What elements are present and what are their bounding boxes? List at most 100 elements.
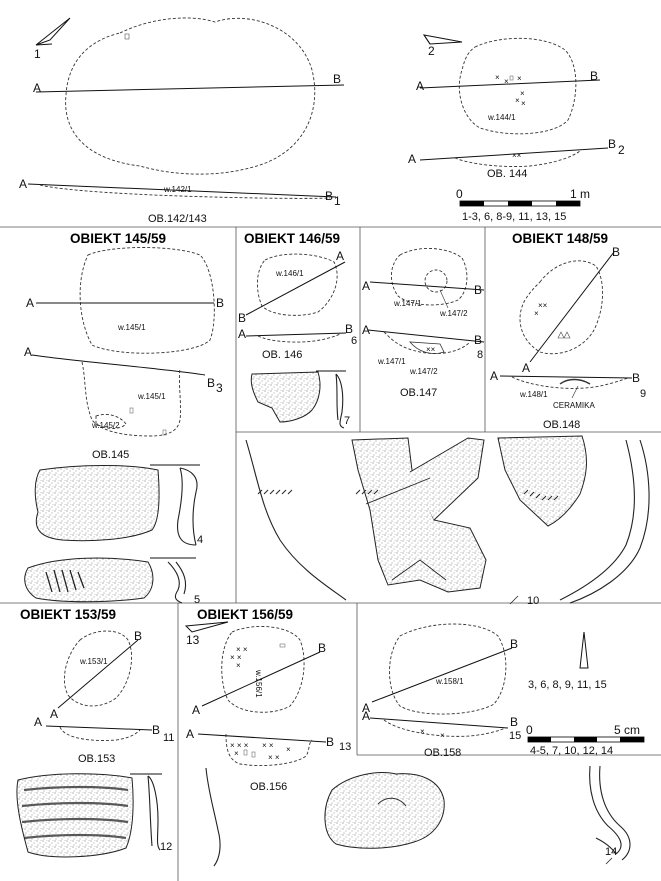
svg-text:×: × — [521, 99, 526, 108]
section-layer-label: w.145/2 — [91, 421, 120, 430]
feature-caption: OB.153 — [78, 753, 115, 765]
panel-title: OBIEKT 153/59 — [20, 607, 116, 622]
section-a-label: A — [408, 152, 416, 166]
scale-start-label: 0 — [456, 187, 463, 201]
section-line — [419, 79, 601, 89]
section-a-label: A — [24, 345, 32, 359]
scale-end-label: 1 m — [570, 187, 590, 201]
pit-plan-outline — [389, 623, 507, 715]
pit-plan-outline — [519, 260, 604, 355]
north-arrow-icon — [35, 17, 71, 46]
find-marker-icons: ×× × — [534, 301, 571, 339]
point-a-label: B — [238, 311, 246, 325]
svg-text:××: ×× — [538, 301, 548, 310]
figure-number: 7 — [344, 415, 350, 427]
section-profile-line — [245, 332, 347, 337]
section-profile-outline — [383, 719, 507, 737]
section-profile-outline — [383, 331, 471, 354]
vessel-10-panel: 10 — [245, 435, 650, 607]
layer-label: w.144/1 — [487, 113, 516, 122]
pottery-sherd-14 — [324, 772, 445, 849]
ceramics-deposit-icon — [559, 378, 591, 385]
figure-number: 8 — [477, 349, 483, 361]
section-b-label: B — [632, 371, 640, 385]
pottery-sherd-4 — [34, 465, 160, 542]
svg-text:× ×: × × — [236, 645, 248, 654]
feature-caption: OB.145 — [92, 449, 129, 461]
figure-number: 11 — [163, 732, 174, 744]
sherd-decoration-grooves — [21, 785, 129, 840]
scale-note: 1-3, 6, 8-9, 11, 13, 15 — [462, 211, 566, 223]
panel-title: OBIEKT 156/59 — [197, 607, 293, 622]
feature-caption: OB. 144 — [487, 168, 527, 180]
section-layer-label: w.147/1 — [377, 357, 406, 366]
section-profile-line — [197, 733, 327, 743]
svg-text:× ×: × × — [262, 741, 274, 750]
feature-caption: OB.156 — [250, 781, 287, 793]
section-profile-outline — [39, 184, 331, 199]
layer-label: w.147/1 — [393, 299, 422, 308]
layer-label: w.145/1 — [117, 323, 146, 332]
svg-text:×: × — [517, 74, 522, 83]
section-profile-line — [369, 717, 509, 729]
sherd-fracture-lines — [365, 477, 447, 581]
find-cross-icon: × — [440, 731, 445, 740]
pottery-sherd-10b — [409, 437, 485, 521]
leader-line — [439, 289, 449, 309]
point-b-label: B — [318, 641, 326, 655]
section-a-label: A — [490, 369, 498, 383]
north-label: 13 — [186, 633, 200, 647]
section-b-label: B — [207, 376, 215, 390]
pit-plan-outline — [79, 247, 215, 354]
pottery-sherd-5 — [24, 557, 154, 603]
north-arrow-icon — [184, 621, 229, 633]
metric-scale-bar — [527, 736, 645, 743]
vessel-14-panel: 14 — [205, 765, 631, 867]
section-profile-line — [27, 183, 337, 198]
find-marker-icon — [124, 33, 130, 40]
find-cross-icon: ×× — [512, 151, 522, 160]
point-a-label: A — [522, 361, 530, 375]
section-line — [371, 647, 513, 703]
section-profile-line — [45, 725, 153, 731]
point-b-label: B — [134, 629, 142, 643]
point-b-label: A — [336, 249, 344, 263]
scale-start-label: 0 — [526, 723, 533, 737]
figure-number: 5 — [194, 594, 200, 606]
point-b-label: B — [590, 69, 598, 83]
inner-pit-outline — [424, 269, 448, 293]
figure-number: 10 — [527, 595, 539, 607]
svg-text:× × ×: × × × — [230, 741, 249, 750]
panel-title: OBIEKT 145/59 — [70, 231, 166, 246]
section-line — [245, 261, 346, 316]
section-profile-outline — [511, 376, 629, 389]
vessel-profile-right — [559, 439, 650, 604]
sherd-profile-12 — [147, 775, 161, 851]
section-b-subscript: 2 — [618, 143, 625, 157]
svg-text:× ×: × × — [230, 653, 242, 662]
pottery-sherd-10c — [497, 435, 587, 527]
section-b-label: B — [152, 723, 160, 737]
section-profile-outline — [257, 333, 341, 343]
obj146-panel: OBIEKT 146/59 B A w.146/1 A B 6 OB. 146 … — [238, 231, 357, 429]
section-lens-outline — [409, 341, 445, 354]
section-a-label: A — [19, 177, 27, 191]
panel-title: OBIEKT 148/59 — [512, 231, 608, 246]
find-cross-icon: ×× — [426, 345, 436, 354]
svg-text:×: × — [520, 89, 525, 98]
find-cross-icon: × — [420, 727, 425, 736]
vessel-profile-left — [205, 767, 221, 867]
feature-caption: OB.148 — [543, 419, 580, 431]
obj145-panel: OBIEKT 145/59 A B w.145/1 A B 3 w.145/1 … — [24, 231, 224, 606]
feature-caption: OB.142/143 — [148, 213, 207, 225]
section-b-label: B — [345, 322, 353, 336]
obj148-panel: OBIEKT 148/59 ×× × A B A B 9 w.148/1 CER… — [490, 231, 646, 431]
figure-number: 6 — [351, 335, 357, 347]
layer-label: w.158/1 — [435, 677, 464, 686]
ceramics-label: CERAMIKA — [553, 401, 595, 410]
section-layer-label: w.147/2 — [409, 367, 438, 376]
svg-text:×: × — [234, 749, 239, 758]
section-line — [35, 84, 345, 93]
scale-end-label: 5 cm — [614, 723, 640, 737]
